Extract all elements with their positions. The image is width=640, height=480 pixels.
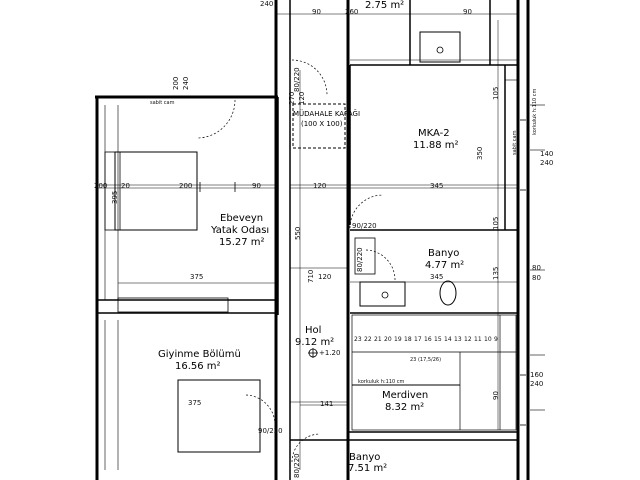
door-swing-1 <box>196 99 236 139</box>
top-sink-drain <box>436 46 444 54</box>
stair <box>351 314 517 431</box>
windows <box>520 119 526 426</box>
door-swing-6 <box>291 433 321 463</box>
exterior-walls <box>95 0 530 480</box>
dimension-lines <box>98 13 518 470</box>
nightstand <box>104 151 121 231</box>
bed <box>114 151 198 231</box>
detail-lines <box>97 59 545 470</box>
toilet <box>439 280 457 306</box>
top-sink <box>419 31 461 63</box>
door-swing-4 <box>244 394 276 426</box>
banyo-sink <box>359 281 406 307</box>
door-swing-5 <box>291 59 328 96</box>
banyo-sink-drain <box>381 291 389 299</box>
banyo-tile <box>354 237 376 275</box>
trap-door <box>292 103 346 149</box>
tick-marks <box>199 8 491 192</box>
wardrobe-island <box>177 379 261 453</box>
door-swing-2 <box>349 194 384 229</box>
interior-walls <box>97 0 518 480</box>
door-swing-3 <box>364 249 396 281</box>
closet <box>117 297 229 313</box>
